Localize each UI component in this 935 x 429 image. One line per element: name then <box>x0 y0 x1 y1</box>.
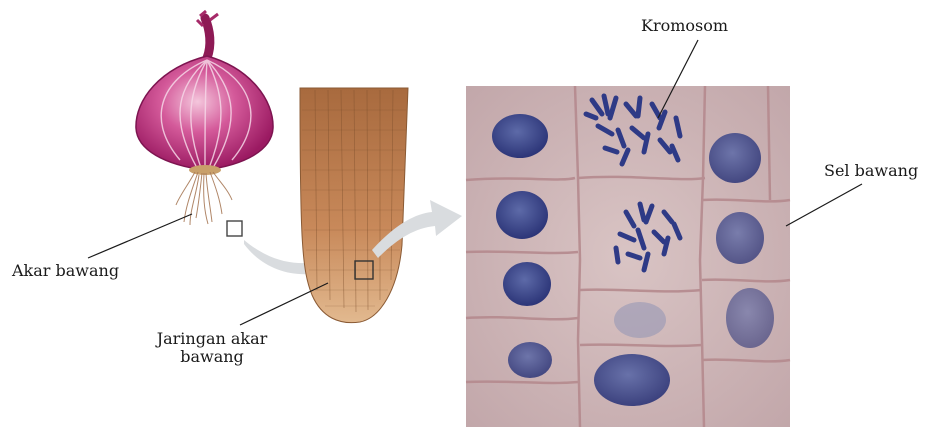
jaringan-label-line2: bawang <box>132 348 292 366</box>
root-tip-marker-box <box>227 221 242 236</box>
akar-bawang-label: Akar bawang <box>12 262 119 280</box>
jaringan-akar-bawang-label: Jaringan akar bawang <box>132 330 292 366</box>
akar-bawang-leader-line <box>88 214 192 258</box>
jaringan-leader-line <box>240 283 328 325</box>
sel-bawang-leader-line <box>786 184 862 226</box>
kromosom-label: Kromosom <box>641 17 728 35</box>
jaringan-label-line1: Jaringan akar <box>132 330 292 348</box>
onion-illustration <box>136 11 273 236</box>
sel-bawang-label: Sel bawang <box>824 162 918 180</box>
cell-micrograph <box>466 86 790 427</box>
root-tip-tissue <box>300 88 408 323</box>
